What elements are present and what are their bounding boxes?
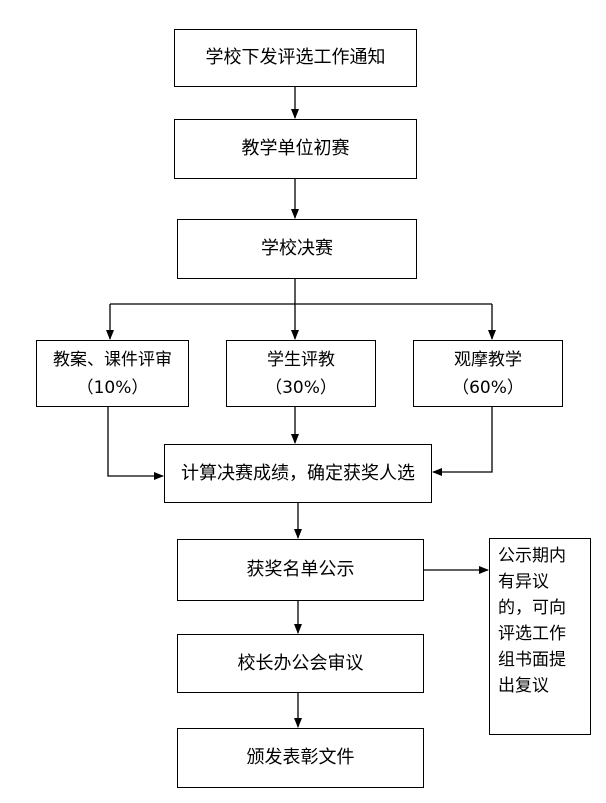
step4-label: 计算决赛成绩，确定获奖人选 — [181, 462, 415, 484]
branch-mid-line1: 学生评教 — [267, 349, 335, 370]
arrow-right-to-step4 — [432, 407, 493, 476]
step2-box: 教学单位初赛 — [174, 119, 417, 179]
arrow-left-to-step4 — [107, 407, 164, 480]
step7-box: 颁发表彰文件 — [177, 728, 424, 788]
branch-left-line2: （10%） — [76, 377, 149, 398]
branch-mid-box: 学生评教 （30%） — [226, 340, 376, 407]
step6-label: 校长办公会审议 — [237, 652, 364, 674]
step1-label: 学校下发评选工作通知 — [205, 47, 386, 68]
step5-box: 获奖名单公示 — [177, 539, 424, 601]
side-note-line: 有异议 — [498, 572, 549, 592]
side-note-line: 组书面提 — [498, 650, 566, 670]
branch-right-line2: （60%） — [452, 377, 524, 398]
step2-label: 教学单位初赛 — [241, 138, 350, 159]
step3-label: 学校决赛 — [261, 238, 333, 259]
step7-label: 颁发表彰文件 — [246, 747, 355, 768]
branch-mid-line2: （30%） — [265, 377, 337, 398]
side-note-line: 评选工作 — [498, 624, 566, 644]
step3-box: 学校决赛 — [177, 219, 417, 279]
side-note-box: 公示期内 有异议 的，可向 评选工作 组书面提 出复议 — [489, 538, 591, 735]
branch-right-box: 观摩教学 （60%） — [413, 340, 563, 407]
step6-box: 校长办公会审议 — [177, 634, 424, 693]
step4-box: 计算决赛成绩，确定获奖人选 — [164, 444, 432, 503]
side-note-line: 公示期内 — [498, 546, 566, 566]
branch-right-line1: 观摩教学 — [454, 349, 522, 370]
side-note-line: 的，可向 — [498, 598, 566, 618]
branch-left-line1: 教案、课件评审 — [53, 349, 172, 370]
side-note-line: 出复议 — [498, 676, 549, 696]
branch-left-box: 教案、课件评审 （10%） — [36, 340, 189, 407]
step1-box: 学校下发评选工作通知 — [174, 29, 417, 87]
step5-label: 获奖名单公示 — [246, 559, 355, 580]
